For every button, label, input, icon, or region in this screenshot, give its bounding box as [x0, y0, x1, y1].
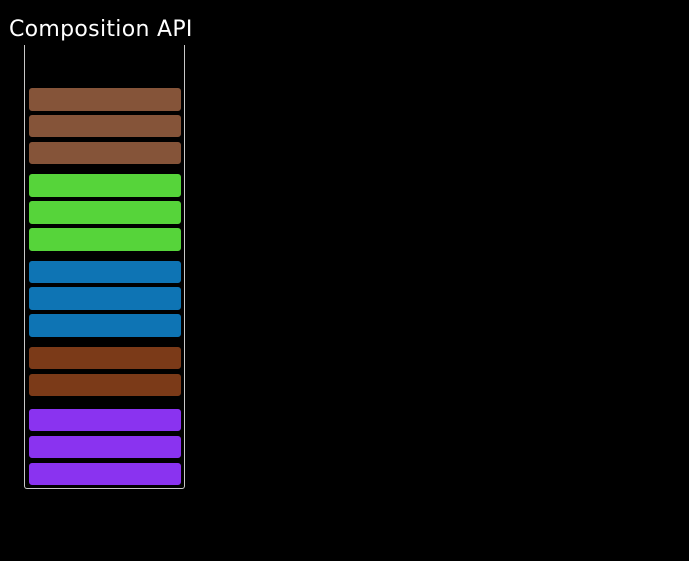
layer-group-5 [27, 407, 182, 487]
stack-bar [27, 259, 182, 285]
bar-stack [27, 87, 182, 487]
stack-bar [27, 461, 182, 487]
stack-bar [27, 87, 182, 112]
layer-group-2 [27, 173, 182, 252]
layer-group-1 [27, 87, 182, 166]
stack-bar [27, 345, 182, 371]
stack-bar [27, 286, 182, 311]
stack-bar [27, 407, 182, 433]
stack-bar [27, 434, 182, 460]
stack-container [24, 45, 185, 489]
layer-group-4 [27, 345, 182, 398]
stack-bar [27, 113, 182, 139]
stack-bar [27, 140, 182, 166]
stack-bar [27, 200, 182, 225]
stack-bar [27, 372, 182, 398]
stack-bar [27, 173, 182, 198]
stack-bar [27, 227, 182, 252]
layer-group-3 [27, 259, 182, 338]
diagram-title: Composition API [9, 17, 193, 42]
stack-bar [27, 313, 182, 338]
